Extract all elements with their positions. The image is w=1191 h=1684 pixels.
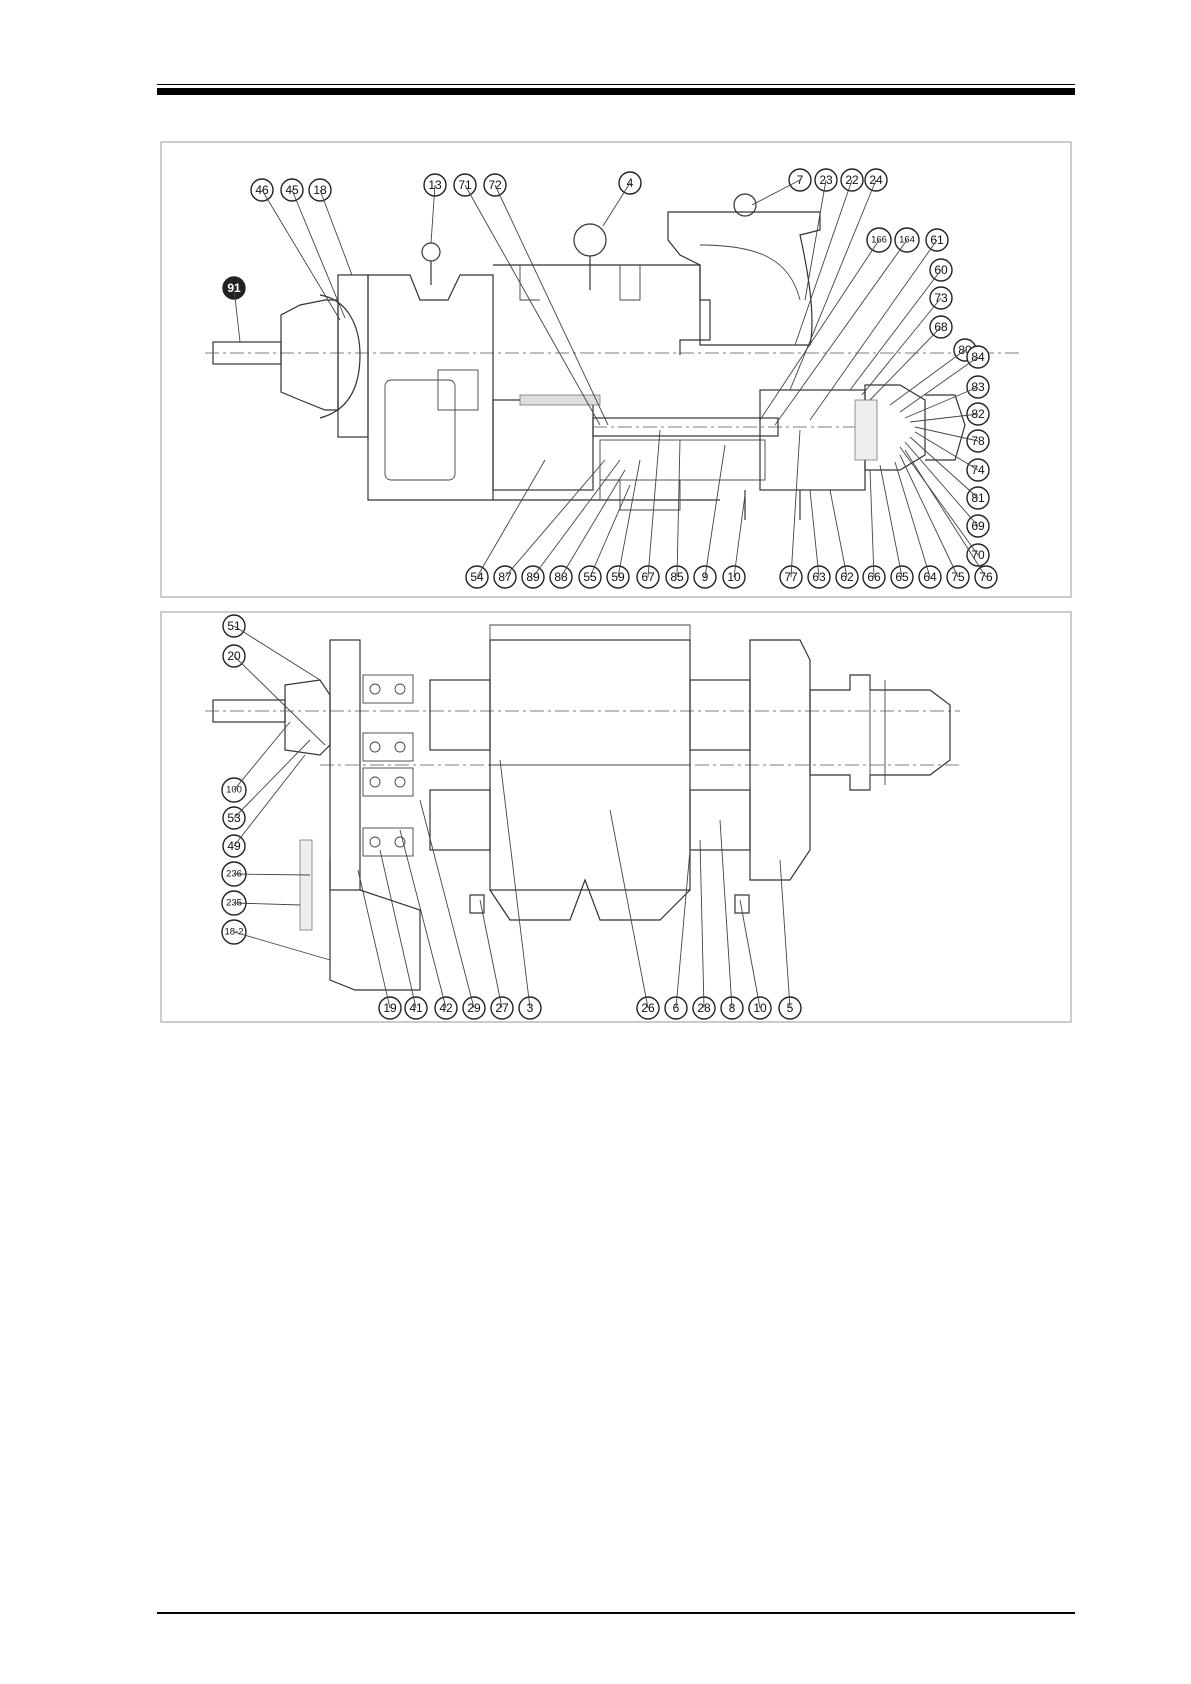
callout-label: 73 (934, 291, 948, 305)
top-section-drawing (161, 142, 1071, 597)
callout-label: 4 (627, 176, 634, 190)
callout-label: 76 (979, 570, 993, 584)
callout-label: 29 (467, 1001, 481, 1015)
callout-label: 5 (787, 1001, 794, 1015)
callout-label: 42 (439, 1001, 453, 1015)
callout-label: 81 (971, 491, 985, 505)
callout-label: 7 (797, 173, 804, 187)
callout-label: 19 (383, 1001, 397, 1015)
callout-label: 61 (930, 233, 944, 247)
callout-label: 64 (923, 570, 937, 584)
bottom-figure-frame (161, 612, 1071, 1022)
callout-label: 22 (845, 173, 859, 187)
callout-label: 65 (895, 570, 909, 584)
callout-label: 62 (840, 570, 854, 584)
callout-label: 26 (641, 1001, 655, 1015)
callout-label: 82 (971, 407, 985, 421)
callout-label: 60 (934, 263, 948, 277)
callout-label: 24 (869, 173, 883, 187)
callout-label: 63 (812, 570, 826, 584)
callout-label: 3 (527, 1001, 534, 1015)
callout-label: 75 (951, 570, 965, 584)
callout-label: 23 (819, 173, 833, 187)
callout-label: 74 (971, 463, 985, 477)
callout-label: 8 (729, 1001, 736, 1015)
callout-label: 84 (971, 350, 985, 364)
callout-label: 83 (971, 380, 985, 394)
callout-label: 78 (971, 434, 985, 448)
callout-label: 27 (495, 1001, 509, 1015)
callout-label: 70 (971, 548, 985, 562)
callout-label: 10 (753, 1001, 767, 1015)
callout-label: 13 (428, 178, 442, 192)
callout-label: 41 (409, 1001, 423, 1015)
top-figure-frame (161, 142, 1071, 597)
footer-rule (157, 1612, 1075, 1614)
bottom-section-drawing (161, 612, 1071, 1022)
